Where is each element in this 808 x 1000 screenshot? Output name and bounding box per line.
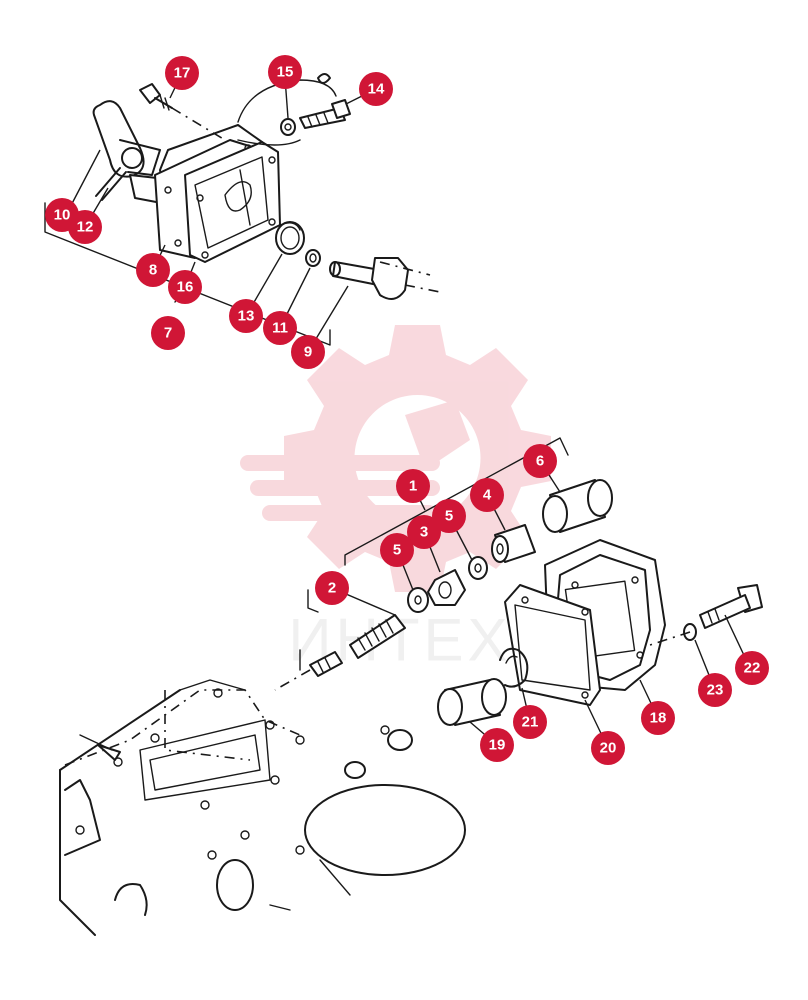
callout-11: 11 bbox=[263, 311, 297, 345]
callout-12: 12 bbox=[68, 210, 102, 244]
callout-21: 21 bbox=[513, 705, 547, 739]
svg-text:9: 9 bbox=[304, 344, 312, 361]
callout-1: 1 bbox=[396, 469, 430, 503]
callout-5-upper: 5 bbox=[432, 499, 466, 533]
callout-15: 15 bbox=[268, 55, 302, 89]
svg-text:19: 19 bbox=[489, 737, 506, 754]
callout-16: 16 bbox=[168, 270, 202, 304]
callout-6: 6 bbox=[523, 444, 557, 478]
svg-text:11: 11 bbox=[272, 320, 288, 337]
svg-text:1: 1 bbox=[409, 478, 417, 495]
callout-18: 18 bbox=[641, 701, 675, 735]
svg-text:17: 17 bbox=[174, 65, 191, 82]
callout-14: 14 bbox=[359, 72, 393, 106]
svg-text:5: 5 bbox=[445, 508, 453, 525]
svg-text:20: 20 bbox=[600, 740, 617, 757]
svg-text:16: 16 bbox=[177, 279, 194, 296]
callout-badges: 17 15 14 10 12 8 16 13 11 9 7 1 6 4 5 3 … bbox=[45, 55, 769, 765]
svg-text:22: 22 bbox=[744, 660, 761, 677]
governor-housing-assembly bbox=[274, 437, 763, 726]
svg-text:3: 3 bbox=[420, 524, 428, 541]
svg-text:21: 21 bbox=[522, 714, 539, 731]
svg-text:13: 13 bbox=[238, 308, 255, 325]
gear-wrench-logo-icon bbox=[240, 325, 551, 592]
svg-text:5: 5 bbox=[393, 542, 401, 559]
callout-20: 20 bbox=[591, 731, 625, 765]
svg-text:23: 23 bbox=[707, 682, 724, 699]
svg-text:7: 7 bbox=[164, 325, 172, 342]
callout-2: 2 bbox=[315, 571, 349, 605]
callout-9: 9 bbox=[291, 335, 325, 369]
callout-19: 19 bbox=[480, 728, 514, 762]
callout-22: 22 bbox=[735, 651, 769, 685]
svg-text:8: 8 bbox=[149, 262, 157, 279]
svg-text:4: 4 bbox=[483, 487, 492, 504]
svg-text:14: 14 bbox=[368, 81, 385, 98]
callout-4: 4 bbox=[470, 478, 504, 512]
svg-text:18: 18 bbox=[650, 710, 667, 727]
callout-8: 8 bbox=[136, 253, 170, 287]
callout-17: 17 bbox=[165, 56, 199, 90]
svg-text:6: 6 bbox=[536, 453, 544, 470]
callout-3: 3 bbox=[407, 515, 441, 549]
svg-text:10: 10 bbox=[54, 207, 71, 224]
svg-text:12: 12 bbox=[77, 219, 94, 236]
engine-block bbox=[59, 679, 466, 936]
callout-23: 23 bbox=[698, 673, 732, 707]
callout-5-lower: 5 bbox=[380, 533, 414, 567]
svg-text:2: 2 bbox=[328, 580, 336, 597]
callout-7: 7 bbox=[151, 316, 185, 350]
svg-text:15: 15 bbox=[277, 64, 294, 81]
callout-13: 13 bbox=[229, 299, 263, 333]
